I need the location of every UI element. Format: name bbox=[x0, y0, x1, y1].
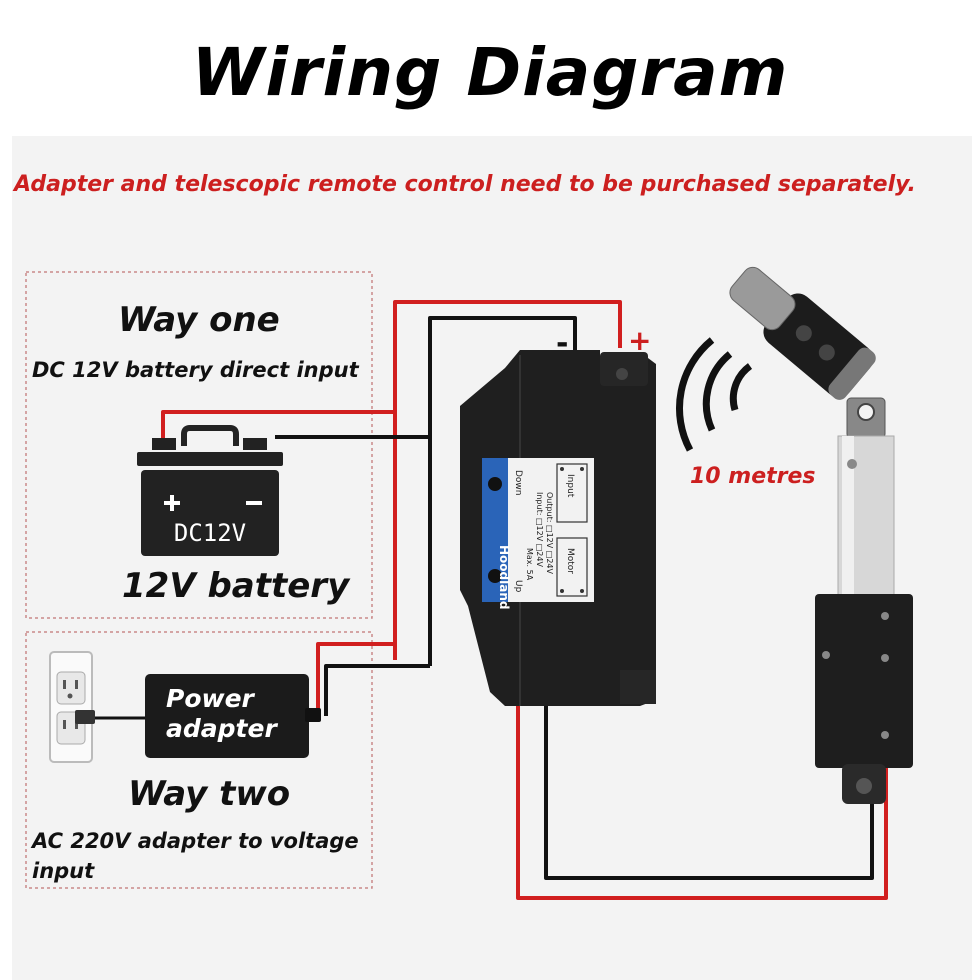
wires bbox=[161, 300, 888, 900]
controller-max: Max. 5A bbox=[525, 548, 534, 581]
battery-face-label: DC12V bbox=[174, 519, 246, 547]
wire-red-battery bbox=[161, 410, 395, 438]
controller-motor-port: Motor bbox=[565, 548, 575, 574]
way-one-description: DC 12V battery direct input bbox=[32, 358, 359, 382]
purchase-notice: Adapter and telescopic remote control ne… bbox=[14, 172, 916, 197]
way-two-description: AC 220V adapter to voltage input bbox=[32, 829, 359, 883]
wire-motor-red bbox=[516, 706, 888, 900]
page-title: Wiring Diagram bbox=[191, 34, 789, 111]
way-one-title: Way one bbox=[118, 300, 280, 340]
terminal-plus-label: + bbox=[628, 324, 652, 357]
way-two-title: Way two bbox=[128, 774, 291, 814]
remote-control-icon bbox=[729, 266, 876, 400]
controller-btn-up: Up bbox=[513, 580, 523, 593]
wire-black-main bbox=[428, 316, 577, 666]
car-battery-icon: DC12V bbox=[137, 425, 283, 556]
adapter-label-line1: Power bbox=[166, 684, 254, 713]
way-one-box bbox=[25, 271, 373, 619]
wireless-signal-icon bbox=[676, 337, 753, 452]
controller-btn-down: Down bbox=[513, 470, 523, 496]
wall-outlet-icon bbox=[49, 651, 95, 763]
wire-adapter-red bbox=[316, 642, 395, 716]
controller-box-icon: Hoodland Up Down Max. 5A Input: □12V □24… bbox=[460, 350, 656, 706]
way-two-box bbox=[25, 631, 373, 889]
remote-range-label: 10 metres bbox=[690, 464, 816, 489]
wire-adapter-black bbox=[324, 664, 430, 716]
adapter-label-line2: adapter bbox=[166, 714, 277, 743]
wire-red-main bbox=[393, 300, 622, 660]
controller-input-port: Input bbox=[565, 474, 575, 498]
wire-motor-black bbox=[544, 706, 874, 880]
controller-input-opts: Input: □12V □24V bbox=[535, 492, 544, 567]
controller-output-opts: Output: □12V □24V bbox=[545, 492, 554, 575]
power-adapter-icon bbox=[95, 674, 321, 758]
linear-actuator-icon bbox=[815, 397, 913, 804]
controller-label bbox=[508, 458, 594, 602]
terminal-minus-label: - bbox=[556, 326, 569, 361]
controller-brand: Hoodland bbox=[497, 545, 511, 609]
adapter-label: Power adapter bbox=[166, 684, 277, 744]
battery-label: 12V battery bbox=[122, 566, 350, 606]
